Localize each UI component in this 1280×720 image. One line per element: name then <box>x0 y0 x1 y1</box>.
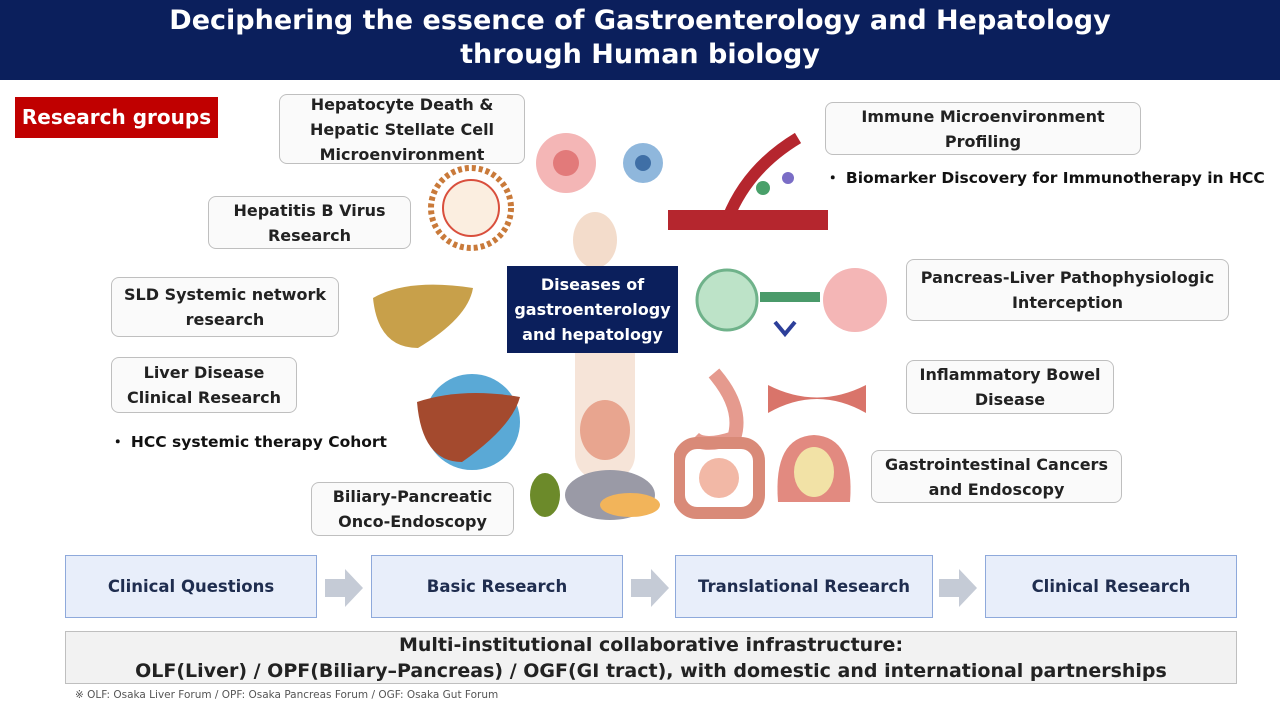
gi-tumor-icon <box>777 435 851 502</box>
group-pancreas-liver[interactable]: Pancreas-Liver Pathophysiologic Intercep… <box>906 259 1229 321</box>
flow-clinical-research: Clinical Research <box>985 555 1237 618</box>
bowel-tissue-icon <box>768 385 866 413</box>
arrow-right-icon <box>325 569 363 607</box>
group-hepatitis-b-virus[interactable]: Hepatitis B Virus Research <box>208 196 411 249</box>
group-gi-cancers[interactable]: Gastrointestinal Cancers and Endoscopy <box>871 450 1122 503</box>
flow-basic-research: Basic Research <box>371 555 623 618</box>
group-ibd[interactable]: Inflammatory Bowel Disease <box>906 360 1114 414</box>
blood-vessel-immune-icon <box>668 132 828 230</box>
group-immune-microenvironment[interactable]: Immune Microenvironment Profiling <box>825 102 1141 155</box>
immune-synapse-icon <box>695 268 887 338</box>
slide-title: Deciphering the essence of Gastroenterol… <box>0 0 1280 80</box>
intestine-icon <box>674 368 765 519</box>
liver-globe-icon <box>417 374 520 470</box>
group-biliary-pancreatic[interactable]: Biliary-Pancreatic Onco-Endoscopy <box>311 482 514 536</box>
infrastructure-box: Multi-institutional collaborative infras… <box>65 631 1237 684</box>
biomarker-bullet: ・ Biomarker Discovery for Immunotherapy … <box>825 169 1265 187</box>
infra-line-1: Multi-institutional collaborative infras… <box>398 634 904 656</box>
center-diseases-label: Diseases of gastroenterology and hepatol… <box>507 266 678 353</box>
title-line-1: Deciphering the essence of Gastroenterol… <box>169 5 1111 36</box>
biliary-pancreas-icon <box>530 470 660 520</box>
flow-clinical-questions: Clinical Questions <box>65 555 317 618</box>
group-sld-systemic-network[interactable]: SLD Systemic network research <box>111 277 339 337</box>
title-line-2: through Human biology <box>460 39 820 70</box>
flow-translational-research: Translational Research <box>675 555 933 618</box>
hcc-cohort-bullet: ・ HCC systemic therapy Cohort <box>110 433 387 451</box>
infra-line-2: OLF(Liver) / OPF(Biliary–Pancreas) / OGF… <box>135 660 1167 682</box>
group-hepatocyte-death[interactable]: Hepatocyte Death & Hepatic Stellate Cell… <box>279 94 525 164</box>
hbv-virus-icon <box>428 165 514 251</box>
arrow-right-icon <box>631 569 669 607</box>
group-liver-disease-clinical[interactable]: Liver Disease Clinical Research <box>111 357 297 413</box>
footnote: ※ OLF: Osaka Liver Forum / OPF: Osaka Pa… <box>75 689 499 701</box>
arrow-right-icon <box>939 569 977 607</box>
cells-illustration <box>536 133 663 193</box>
fatty-liver-icon <box>373 284 473 348</box>
research-groups-label: Research groups <box>15 97 218 138</box>
